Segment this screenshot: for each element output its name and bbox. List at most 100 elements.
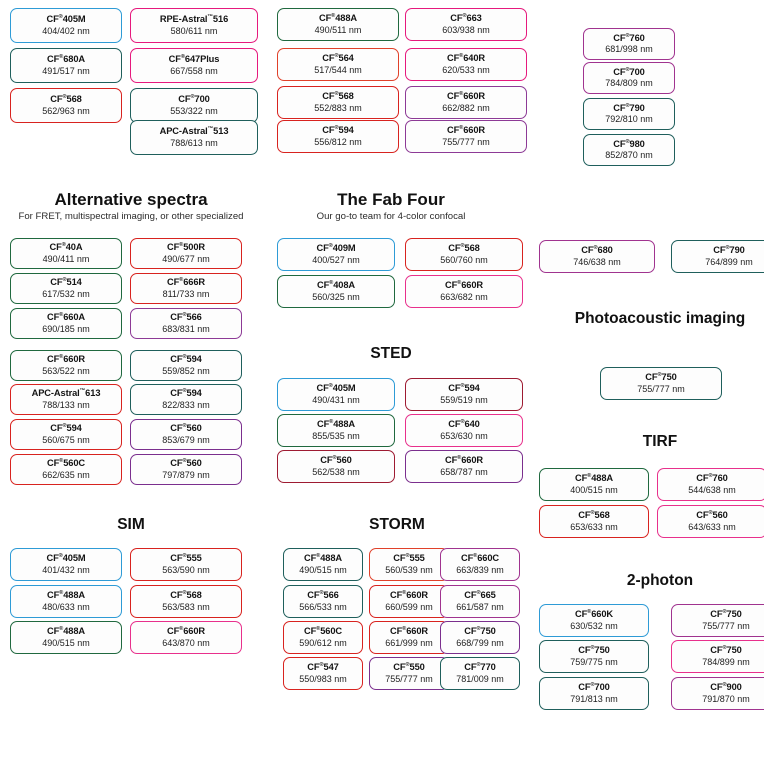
dye-name: CF®660R <box>389 626 429 637</box>
dye-name: CF®568 <box>448 243 480 254</box>
section-title-fab-four: The Fab Four <box>337 190 445 209</box>
dye-spectra: 560/539 nm <box>385 564 433 575</box>
dye-spectra: 855/535 nm <box>312 430 360 441</box>
dye-spectra: 791/813 nm <box>570 693 618 704</box>
dye-name: CF®660R <box>446 125 486 136</box>
dye-name: CF®500R <box>166 242 206 253</box>
dye-name: CF®568 <box>170 590 202 601</box>
dye-name: CF®547 <box>307 662 339 673</box>
dye-spectra: 560/760 nm <box>440 254 488 265</box>
dye-name: CF®660C <box>460 553 500 564</box>
dye-spectra: 630/532 nm <box>570 620 618 631</box>
dye-spectra: 759/775 nm <box>570 656 618 667</box>
dye-name: CF®408A <box>316 280 356 291</box>
section-subtitle-fab-four: Our go-to team for 4-color confocal <box>316 211 466 222</box>
dye-name: CF®700 <box>178 94 210 105</box>
dye-spectra: 550/983 nm <box>299 673 347 684</box>
dye-spectra: 811/733 nm <box>162 288 210 299</box>
dye-spectra: 491/517 nm <box>42 65 90 76</box>
dye-spectra: 755/777 nm <box>442 136 490 147</box>
dye-spectra: 653/630 nm <box>440 430 488 441</box>
dye-spectra: 480/633 nm <box>42 601 90 612</box>
dye-spectra: 660/599 nm <box>385 601 433 612</box>
dye-name: CF®663 <box>450 13 482 24</box>
dye-name: CF®660R <box>444 455 484 466</box>
